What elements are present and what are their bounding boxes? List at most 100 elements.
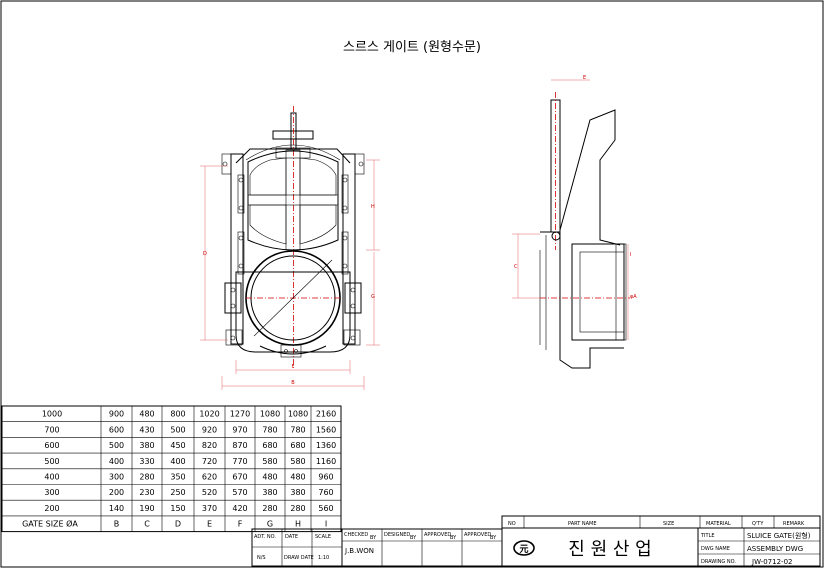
sign-approved-1-by: BY <box>450 535 457 541</box>
spec-cell: 1270 <box>230 410 250 419</box>
spec-cell: 230 <box>139 488 154 497</box>
drawn-by: J.B.WON <box>344 547 374 555</box>
bottom-arc <box>259 345 327 355</box>
side-dim-top-label: E <box>583 75 586 81</box>
left-pad-1 <box>237 174 245 214</box>
spec-cell: 330 <box>139 457 154 466</box>
right-ear-bolt-2 <box>350 303 356 309</box>
dim-g-label: G <box>371 294 375 300</box>
spec-cell: 680 <box>262 441 277 450</box>
leaf-panel-4 <box>299 204 337 245</box>
left-pad-2 <box>237 231 245 275</box>
spec-header-cell: H <box>295 520 301 529</box>
side-dim-c-label: C <box>514 264 518 270</box>
left-bottom-lug <box>225 329 243 346</box>
spec-cell: 200 <box>44 504 59 513</box>
spec-cell: 420 <box>232 504 247 513</box>
rev-date: DATE <box>285 534 298 540</box>
rev-scale-value: 1:10 <box>318 555 329 561</box>
front-view: D H G F B <box>200 106 380 390</box>
front-dimensions: D H G F B <box>200 159 380 390</box>
spec-cell: 1080 <box>260 410 280 419</box>
company-logo-char: 元 <box>519 544 528 555</box>
spec-cell: 870 <box>232 441 247 450</box>
side-view: E C I φA <box>512 75 637 369</box>
parts-material: MATERIAL <box>706 521 731 527</box>
spec-cell: 280 <box>262 504 277 513</box>
spec-cell: 1160 <box>316 457 336 466</box>
spec-cell: 820 <box>202 441 217 450</box>
spec-cell: 1020 <box>199 410 219 419</box>
spec-cell: 580 <box>262 457 277 466</box>
spec-header-cell: G <box>267 520 273 529</box>
spec-header-cell: D <box>175 520 181 529</box>
spec-cell: 600 <box>44 441 59 450</box>
side-flange-inner <box>579 251 625 333</box>
field-title-value: SLUICE GATE(원형) <box>747 531 811 540</box>
spec-cell: 670 <box>232 472 247 481</box>
spec-cell: 1560 <box>316 425 336 434</box>
spec-cell: 300 <box>44 488 59 497</box>
right-pad-2 <box>341 231 349 275</box>
spec-cell: 800 <box>170 410 185 419</box>
spec-cell: 140 <box>109 504 124 513</box>
rev-draw-date: DRAW DATE <box>284 555 314 561</box>
right-ear <box>344 282 362 314</box>
drawing-title: 스르스 게이트 (원형수문) <box>343 40 481 55</box>
yoke-arc <box>245 144 341 161</box>
spec-cell: 380 <box>139 441 154 450</box>
spec-cell: 580 <box>290 457 305 466</box>
spec-cell: 400 <box>170 457 185 466</box>
right-ear-bolt-1 <box>350 287 356 293</box>
side-flange-face <box>615 243 627 341</box>
spec-cell: 2160 <box>316 410 336 419</box>
spec-header-cell: E <box>207 520 212 529</box>
field-title-label: TITLE <box>700 533 715 539</box>
left-ear <box>224 282 242 314</box>
dim-b-label: B <box>291 380 295 386</box>
spec-cell: 780 <box>290 425 305 434</box>
sign-approved-2: APPROVED <box>464 532 491 538</box>
spec-cell: 500 <box>170 425 185 434</box>
spec-cell: 280 <box>290 504 305 513</box>
spec-cell: 500 <box>109 441 124 450</box>
spec-cell: 960 <box>318 472 333 481</box>
parts-part-name: PART NAME <box>568 521 597 527</box>
rail-bolts <box>222 161 364 353</box>
parts-header <box>501 515 821 529</box>
gate-leaf <box>247 150 339 251</box>
parts-no: NO <box>508 521 516 527</box>
title-block: ADT. NO. DATE SCALE N/S DRAW DATE 1:10 C… <box>251 515 821 567</box>
left-ear-bolt-2 <box>230 303 236 309</box>
field-dwg-name-label: DWG NAME <box>701 546 730 552</box>
side-frame-lower <box>540 231 624 369</box>
spec-cell: 380 <box>290 488 305 497</box>
sign-approved-2-by: BY <box>490 535 497 541</box>
rev-adt-no: ADT. NO. <box>254 534 276 540</box>
spec-cell: 450 <box>170 441 185 450</box>
side-dim-phia-label: φA <box>630 294 637 300</box>
right-bottom-lug <box>343 329 361 346</box>
spec-cell: 1080 <box>288 410 308 419</box>
parts-qty: Q'TY <box>752 521 764 527</box>
sign-checked-by: BY <box>370 535 377 541</box>
leaf-rib-vertical <box>285 149 301 251</box>
sign-designed: DESIGNED <box>384 532 410 538</box>
leaf-rib-horizontal <box>247 194 339 206</box>
dim-h-label: H <box>371 204 375 210</box>
spec-cell: 370 <box>202 504 217 513</box>
leaf-panel-2 <box>299 157 337 196</box>
parts-remark: REMARK <box>783 521 805 527</box>
rev-ns: N/S <box>257 555 266 561</box>
company-name: 진 원 산 업 <box>568 539 651 560</box>
side-dim-i-label: I <box>630 252 631 258</box>
rev-scale: SCALE <box>315 534 331 540</box>
spec-cell: 250 <box>170 488 185 497</box>
spec-header-cell: GATE SIZE ØA <box>22 519 78 529</box>
drawing-fields <box>697 527 821 567</box>
dim-f-label: F <box>292 364 295 370</box>
right-guide-rail <box>342 153 356 345</box>
